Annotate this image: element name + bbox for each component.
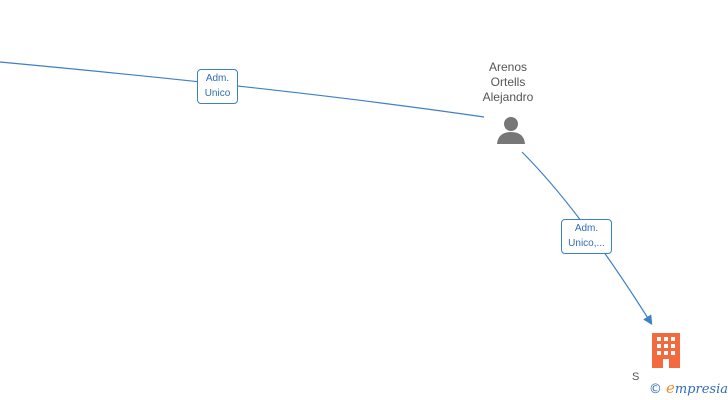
building-icon[interactable] (650, 333, 682, 368)
edge-2-label-line-1: Adm. (574, 223, 599, 234)
edge-1-label-line-1: Adm. (205, 73, 230, 84)
person-name-line-3: Alejandro (482, 90, 534, 104)
person-name-line-2: Ortells (490, 75, 526, 89)
edge-2-label-line-2: Unico,... (568, 238, 605, 249)
person-name-line-1: Arenos (488, 60, 528, 74)
brand-watermark: © empresia (646, 379, 728, 397)
company-label-fragment: S (632, 371, 640, 383)
brand-initial: e (665, 379, 675, 397)
edge-line-1 (0, 61, 485, 118)
edge-label-2[interactable]: Adm. Unico,... (561, 219, 612, 254)
edge-label-1[interactable]: Adm. Unico (197, 69, 238, 104)
person-node-label[interactable]: Arenos Ortells Alejandro (470, 60, 546, 105)
copyright-symbol: © (648, 382, 662, 397)
person-icon[interactable] (496, 115, 526, 145)
edge-1-label-line-2: Unico (204, 88, 231, 99)
brand-name-rest: mpresia (674, 382, 728, 397)
